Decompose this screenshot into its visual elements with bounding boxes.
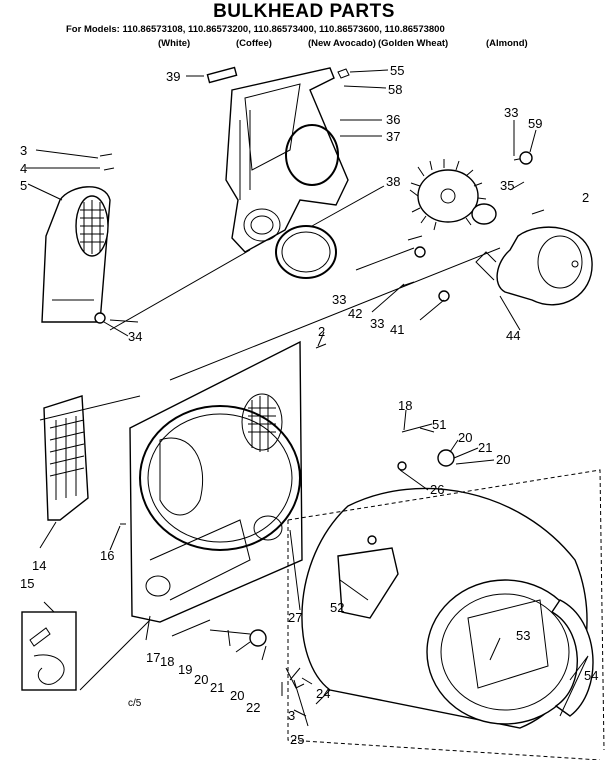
seal-ring-part (275, 225, 337, 279)
callout-20-b: 20 (496, 452, 510, 467)
callout-18-right: 18 (398, 398, 412, 413)
callout-19: 19 (178, 662, 192, 677)
blower-housing-part (475, 226, 593, 306)
callout-25: 25 (290, 732, 304, 747)
callout-20-a: 20 (458, 430, 472, 445)
callout-16: 16 (100, 548, 114, 563)
color-label-golden-wheat: (Golden Wheat) (378, 38, 449, 49)
callout-42: 42 (348, 306, 362, 321)
color-label-almond: (Almond) (486, 38, 528, 49)
callout-44: 44 (506, 328, 520, 343)
callout-33-top: 33 (504, 105, 518, 120)
lint-duct-part (41, 186, 111, 323)
callout-51: 51 (432, 417, 446, 432)
callout-34: 34 (128, 329, 142, 344)
callout-38: 38 (386, 174, 400, 189)
cabinet-outline (287, 469, 605, 760)
callout-26: 26 (430, 482, 444, 497)
callout-27: 27 (288, 610, 302, 625)
callout-55: 55 (390, 63, 404, 78)
color-labels: (White) (Coffee) (New Avocado) (Golden W… (0, 38, 608, 52)
callout-21-bottom: 21 (210, 680, 224, 695)
heater-assembly-part (43, 395, 89, 521)
callout-54: 54 (584, 668, 598, 683)
callout-24: 24 (316, 686, 330, 701)
callout-21-right: 21 (478, 440, 492, 455)
callout-15: 15 (20, 576, 34, 591)
callout-33-low: 33 (370, 316, 384, 331)
models-line: For Models: 110.86573108, 110.86573200, … (66, 24, 445, 35)
callout-36: 36 (386, 112, 400, 127)
callout-5: 5 (20, 178, 27, 193)
callout-20-d: 20 (230, 688, 244, 703)
rear-duct-part (206, 66, 350, 253)
drum-part (301, 487, 594, 729)
callout-18-bottom: 18 (160, 654, 174, 669)
callout-3-top: 3 (20, 143, 27, 158)
diagram-title: BULKHEAD PARTS (213, 1, 395, 22)
callout-39: 39 (166, 69, 180, 84)
parts-kit-box (21, 611, 77, 691)
callout-35: 35 (500, 178, 514, 193)
callout-52: 52 (330, 600, 344, 615)
callout-20-c: 20 (194, 672, 208, 687)
callout-53: 53 (516, 628, 530, 643)
callout-14: 14 (32, 558, 46, 573)
callout-17: 17 (146, 650, 160, 665)
color-label-white: (White) (158, 38, 191, 49)
callout-2-mid: 2 (318, 324, 325, 339)
callout-4: 4 (20, 161, 27, 176)
color-label-coffee: (Coffee) (236, 38, 272, 49)
callout-37: 37 (386, 129, 400, 144)
callout-41: 41 (390, 322, 404, 337)
drawing-code: c/5 (128, 698, 142, 709)
callout-59: 59 (528, 116, 542, 131)
bulkhead-panel-part (129, 340, 303, 623)
blower-wheel-part (409, 159, 497, 231)
small-hardware (94, 151, 545, 727)
callout-3-bottom: 3 (288, 708, 295, 723)
callout-22: 22 (246, 700, 260, 715)
leader-lines (26, 69, 589, 717)
color-label-new-avocado: (New Avocado) (308, 38, 376, 49)
callout-2-top: 2 (582, 190, 589, 205)
callout-33-mid: 33 (332, 292, 346, 307)
callout-58: 58 (388, 82, 402, 97)
